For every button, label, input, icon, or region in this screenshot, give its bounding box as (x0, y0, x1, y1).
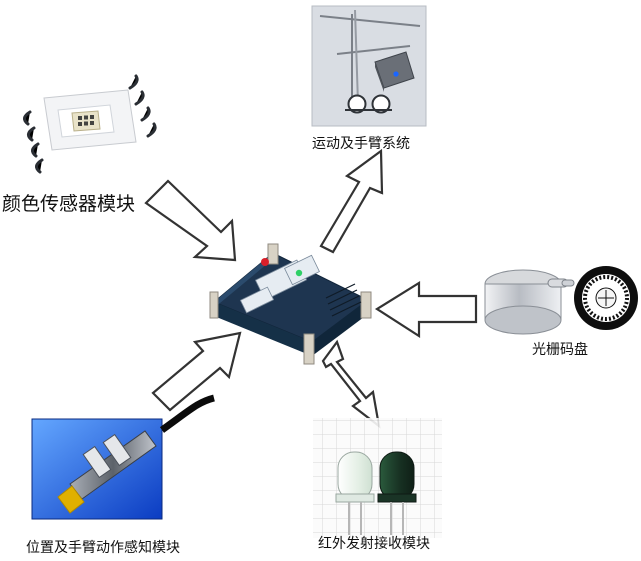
proximity-sensor-icon (31, 394, 215, 520)
infrared-led-pair-icon (313, 418, 442, 538)
label-color-sensor: 颜色传感器模块 (2, 193, 136, 215)
robot-arm-3d-icon (311, 5, 427, 127)
label-encoder-disk: 光栅码盘 (532, 342, 588, 358)
arrow-position-sensor-to-board (151, 331, 242, 412)
label-position-arm-sensor: 位置及手臂动作感知模块 (26, 540, 180, 556)
arrow-board-ir-bidirectional (321, 339, 381, 429)
optical-encoder-icon (484, 266, 638, 335)
arrow-encoder-to-board (374, 281, 478, 339)
arrow-color-sensor-to-board (144, 179, 237, 262)
label-motion-arm-system: 运动及手臂系统 (312, 136, 410, 152)
color-sensor-chip-icon (23, 74, 157, 174)
label-infrared-module: 红外发射接收模块 (318, 536, 430, 552)
arrow-board-to-motion-arm (319, 148, 384, 254)
fpga-board-icon (209, 243, 372, 365)
arrows-group (144, 148, 478, 429)
